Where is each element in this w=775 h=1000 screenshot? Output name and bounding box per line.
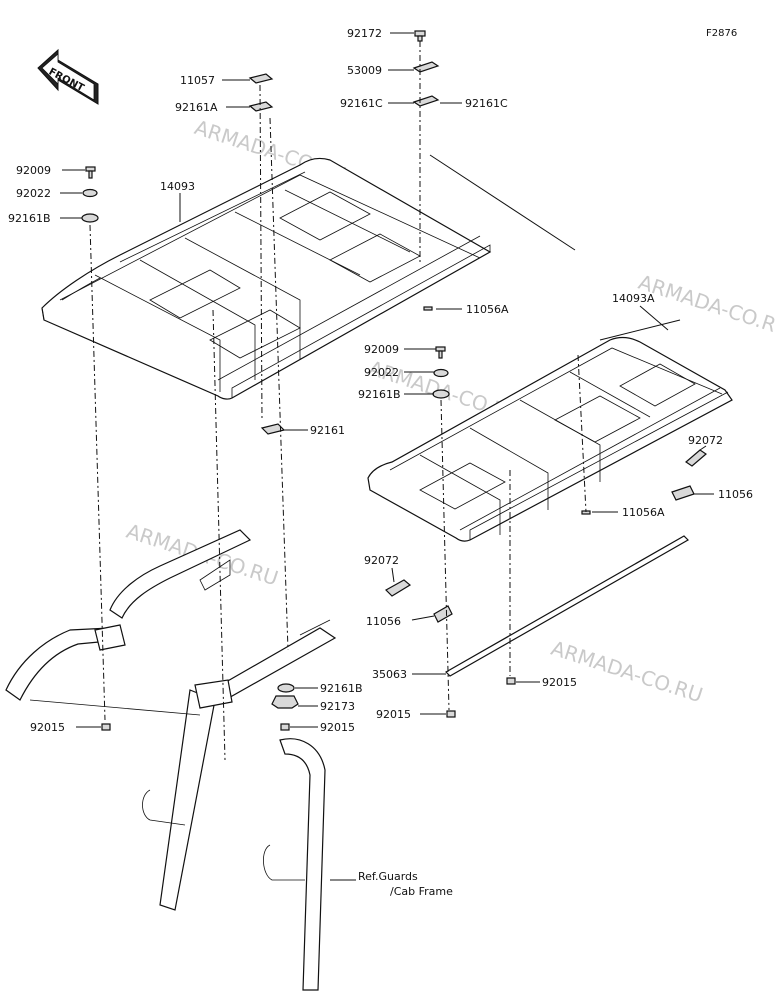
label-14093: 14093 — [160, 180, 195, 193]
label-92015-clip: 92015 — [320, 721, 355, 734]
pad-92161B-mid-icon — [432, 389, 450, 399]
label-92009-mid: 92009 — [364, 343, 399, 356]
nut-92015-mid-icon — [506, 677, 516, 685]
roof-panel-14093A — [367, 336, 733, 542]
front-arrow-icon: FRONT — [37, 48, 99, 105]
label-11056A-right: 11056A — [622, 506, 665, 519]
clip-11056A-top-icon — [423, 306, 433, 311]
ref-note-line1: Ref.Guards — [358, 870, 418, 883]
watermark-5: ARMADA-CO.RU — [548, 636, 706, 708]
label-92009-left: 92009 — [16, 164, 51, 177]
bolt-92009-mid-icon — [435, 346, 446, 359]
nut-92015-low-icon — [446, 710, 456, 718]
watermark-2: ARMADA-CO.RU — [636, 270, 775, 342]
figure-code: F2876 — [706, 28, 737, 39]
roof-panel-14093 — [41, 157, 492, 400]
label-92015-low: 92015 — [376, 708, 411, 721]
label-92161C-left: 92161C — [340, 97, 383, 110]
label-92015-mid: 92015 — [542, 676, 577, 689]
label-92072-right: 92072 — [688, 434, 723, 447]
assembly-lines — [89, 41, 681, 761]
seal-strip-35063 — [445, 535, 689, 677]
clip-53009-icon — [412, 61, 440, 73]
plate-11057-icon — [248, 73, 274, 84]
label-92161C-right: 92161C — [465, 97, 508, 110]
label-92022-mid: 92022 — [364, 366, 399, 379]
label-14093A: 14093A — [612, 292, 655, 305]
label-11056-left: 11056 — [366, 615, 401, 628]
nut-92015-left-icon — [101, 723, 111, 731]
bracket-92173-icon — [271, 695, 299, 709]
nut-92015-clip-icon — [280, 723, 290, 731]
label-92161B-mid: 92161B — [358, 388, 401, 401]
clip-11056-left-icon — [433, 605, 453, 623]
label-35063: 35063 — [372, 668, 407, 681]
washer-92022-mid-icon — [433, 368, 449, 378]
label-11057: 11057 — [180, 74, 215, 87]
label-92161: 92161 — [310, 424, 345, 437]
pad-92161B-left-icon — [81, 213, 99, 223]
label-92161B-left: 92161B — [8, 212, 51, 225]
label-92015-left: 92015 — [30, 721, 65, 734]
clip-92161C-icon — [412, 95, 440, 107]
bolt-92009-left-icon — [85, 166, 96, 179]
part-labels: 92172 53009 92161C 92161C 11057 92161A 9… — [8, 27, 753, 898]
label-53009: 53009 — [347, 64, 382, 77]
label-11056-right: 11056 — [718, 488, 753, 501]
label-92173: 92173 — [320, 700, 355, 713]
ref-note-line2: /Cab Frame — [390, 885, 453, 898]
bracket-92072-right-icon — [685, 449, 707, 467]
leader-lines — [60, 32, 714, 881]
label-92022-left: 92022 — [16, 187, 51, 200]
pad-92161B-low-icon — [277, 683, 295, 693]
label-11056A-top: 11056A — [466, 303, 509, 316]
washer-92022-left-icon — [82, 188, 98, 198]
label-92172: 92172 — [347, 27, 382, 40]
clip-11056-right-icon — [671, 485, 695, 501]
bolt-92172-icon — [414, 30, 426, 42]
pad-92161A-icon — [248, 101, 274, 112]
cab-frame — [5, 529, 337, 991]
label-92161B-low: 92161B — [320, 682, 363, 695]
label-92161A: 92161A — [175, 101, 218, 114]
label-92072-left: 92072 — [364, 554, 399, 567]
bracket-92072-left-icon — [385, 579, 412, 597]
